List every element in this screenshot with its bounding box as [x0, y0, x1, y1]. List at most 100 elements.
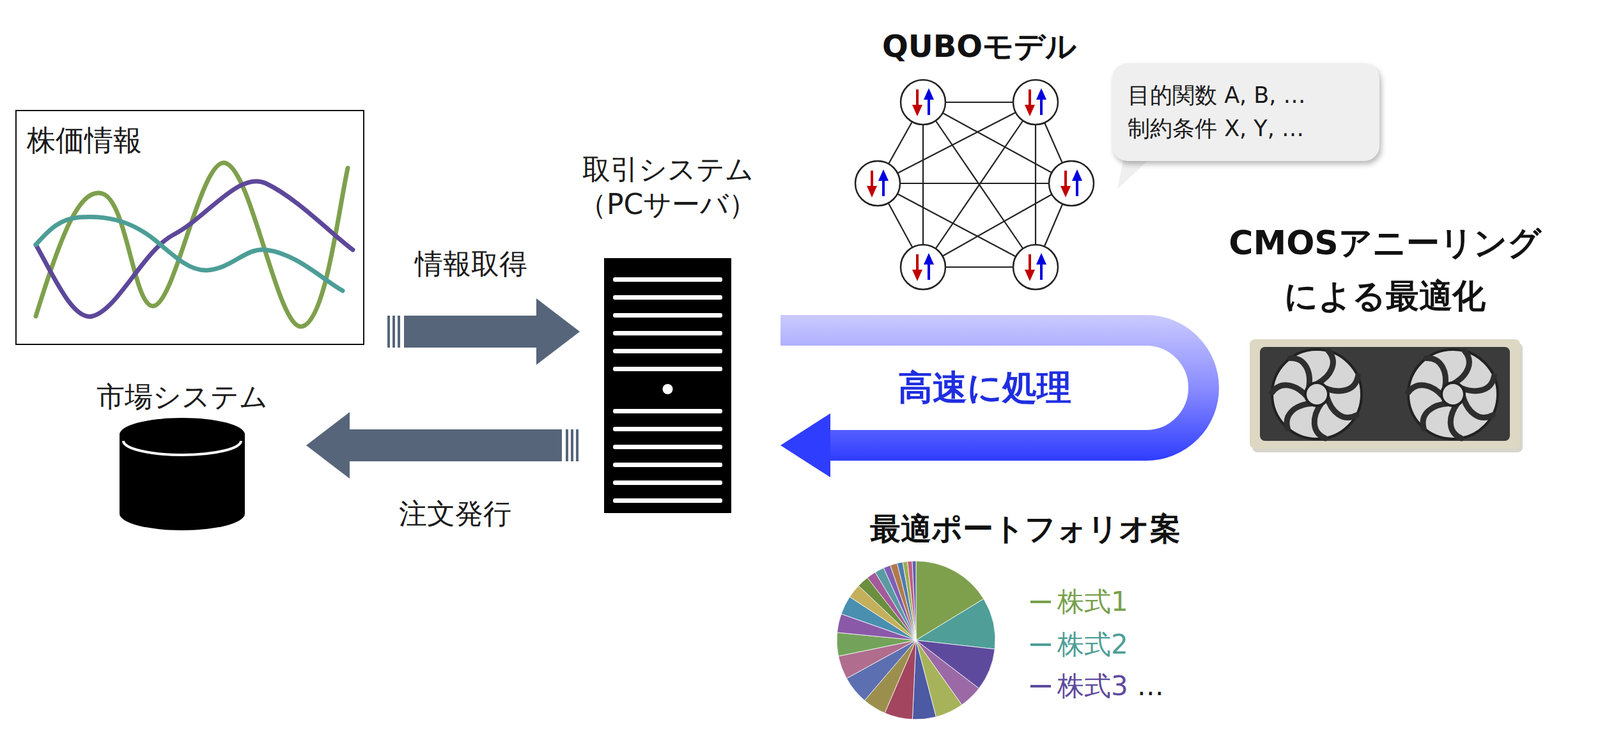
spin-up: [927, 263, 931, 280]
spin-up: [923, 253, 934, 265]
fan-hub: [1441, 382, 1465, 406]
spin-node: [900, 79, 946, 125]
bubble-text: 目的関数 A, B, …: [1127, 81, 1306, 110]
arrow-shaft: [403, 315, 537, 348]
spin-node: [1013, 244, 1058, 290]
spin-up: [927, 98, 931, 116]
node-label: 取引システム （PCサーバ）: [578, 151, 757, 222]
spin-down: [1060, 186, 1071, 198]
node-label: 市場システム: [96, 379, 268, 415]
legend-text: 株式2: [1057, 628, 1129, 663]
spin-down: [1024, 269, 1035, 282]
legend-text: 株式3: [1057, 669, 1129, 704]
arrow-tail: [565, 429, 569, 462]
arrow-tail: [392, 315, 396, 348]
arrow-tail: [387, 315, 390, 348]
arrow-head: [536, 298, 580, 366]
graph-edge: [923, 102, 1036, 268]
arrow-head: [306, 412, 350, 479]
spin-up: [1075, 179, 1079, 197]
panel-title: 株価情報: [26, 122, 142, 159]
database-node: 市場システム: [119, 418, 245, 531]
spin-down: [870, 170, 874, 188]
fan-blade: [1406, 380, 1443, 404]
spin-up: [1040, 98, 1043, 116]
spin-down: [916, 89, 919, 107]
fan-blade: [1306, 403, 1336, 441]
bubble-text: 制約条件 X, Y, …: [1127, 115, 1305, 144]
spin-node: [900, 244, 946, 290]
process-loop: [780, 330, 1204, 446]
graph-edge: [877, 182, 1072, 185]
connector: [780, 330, 1204, 478]
spin-up: [1040, 263, 1043, 280]
spin-up: [878, 169, 889, 181]
pie-chart: [836, 561, 996, 720]
graph-edge: [877, 183, 1036, 268]
spin-down: [912, 269, 923, 282]
spin-node: [1013, 79, 1058, 125]
fan-blade: [1461, 367, 1498, 401]
arrow-tail: [397, 315, 401, 348]
chart-line: [35, 163, 348, 327]
spin-down: [866, 186, 878, 198]
spin-node: [1048, 161, 1094, 206]
annealing-card: [1249, 339, 1523, 453]
section-title: QUBOモデル: [882, 26, 1077, 66]
spin-up: [923, 88, 934, 100]
legend-swatch: [1030, 643, 1051, 647]
pie-slice: [912, 561, 917, 641]
arrow-tail: [570, 429, 574, 462]
pie-slice: [902, 561, 917, 641]
legend-swatch: [1030, 685, 1051, 688]
spin-up: [1036, 88, 1047, 100]
edge-label: 高速に処理: [898, 366, 1072, 410]
spin-down: [1064, 170, 1067, 188]
section-title: 最適ポートフォリオ案: [869, 509, 1181, 548]
server-node: 取引システム （PCサーバ）: [604, 258, 732, 514]
chart-line: [35, 181, 353, 318]
graph-edge: [1034, 102, 1037, 268]
spin-down: [912, 104, 923, 117]
pie-slice: [907, 561, 917, 641]
fan-blade: [1452, 350, 1469, 385]
fan-blade: [1442, 403, 1472, 441]
spin-down: [1028, 89, 1032, 107]
chart-line: [35, 216, 343, 291]
fan-blade: [1316, 350, 1333, 385]
spin-up: [1071, 169, 1083, 181]
spin-down: [1028, 254, 1032, 272]
annealer-node: CMOSアニーリング による最適化: [1249, 339, 1521, 449]
server-icon: [604, 258, 732, 514]
database-icon: [119, 418, 245, 531]
connector: [306, 412, 579, 479]
spin-down: [916, 254, 919, 272]
fan-blade: [1270, 380, 1307, 404]
arrow-head: [780, 413, 831, 478]
fan-hub: [1305, 382, 1329, 406]
spin-node: [855, 161, 901, 206]
graph-edge: [877, 102, 1036, 184]
connector: [387, 298, 580, 366]
node-title: CMOSアニーリング による最適化: [1228, 216, 1542, 323]
pie-slice: [912, 640, 936, 720]
spin-up: [1036, 253, 1047, 265]
arrow-tail: [575, 429, 579, 462]
fan-blade: [1323, 396, 1360, 420]
speech-bubble: 目的関数 A, B, … 制約条件 X, Y, …: [1112, 63, 1380, 162]
legend-text: 株式1: [1057, 585, 1129, 620]
edge-label: 情報取得: [414, 246, 528, 282]
qubo-graph: [855, 79, 1094, 290]
fan-blade: [1459, 396, 1496, 420]
graph-edge: [923, 102, 1036, 268]
spin-up: [882, 179, 885, 197]
data-panel: 株価情報: [15, 109, 365, 346]
arrow-shaft: [349, 429, 562, 462]
spin-down: [1024, 104, 1035, 117]
graph-edge: [922, 102, 924, 268]
stock-chart: [35, 163, 353, 327]
legend-swatch: [1030, 600, 1051, 604]
note: …: [1137, 669, 1165, 704]
fan-blade: [1325, 367, 1361, 401]
